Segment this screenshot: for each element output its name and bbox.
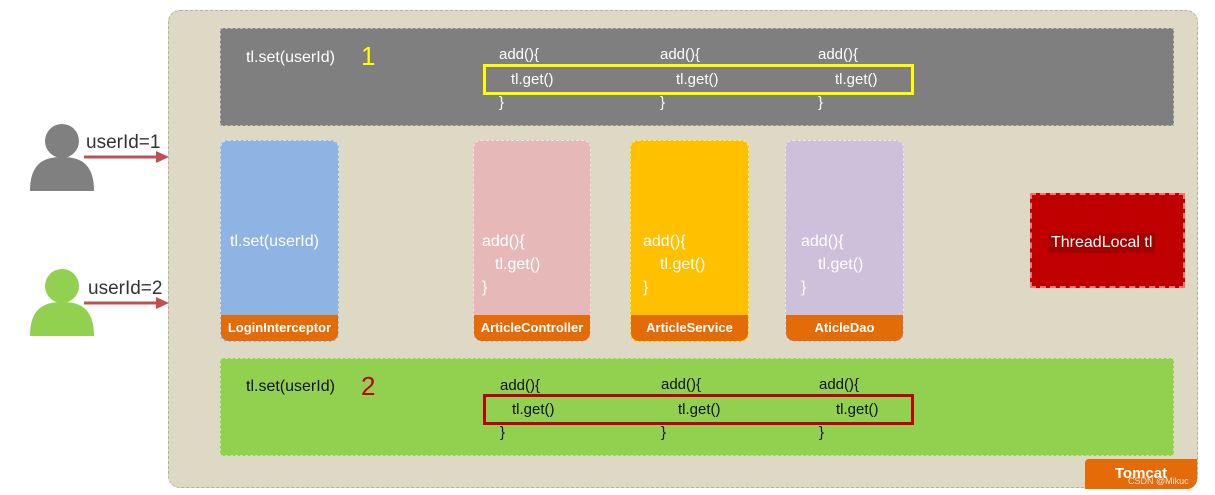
component-login-interceptor-code-line: tl.set(userId)	[230, 233, 319, 250]
thread-2-highlight-box	[483, 394, 914, 425]
thread-1-set-call: tl.set(userId)	[246, 49, 335, 66]
thread-2-band: tl.set(userId) 2 add(){ tl.get() } add()…	[220, 358, 1174, 456]
thread-1-method-1-open: add(){	[499, 46, 540, 63]
thread-2-method-3-open: add(){	[819, 376, 860, 393]
component-aticle-dao-code-line: add(){	[801, 233, 844, 250]
thread-1-method-1-body: tl.get()	[511, 71, 554, 88]
thread-1-band: tl.set(userId) 1 add(){ tl.get() } add()…	[220, 28, 1174, 126]
component-article-service-code-line: tl.get()	[660, 256, 706, 273]
component-aticle-dao-code-line: tl.get()	[818, 256, 864, 273]
component-article-controller: add(){ tl.get() } ArticleController	[473, 140, 591, 342]
thread-2-method-1-body: tl.get()	[512, 401, 555, 418]
thread-2-set-call: tl.set(userId)	[246, 378, 335, 395]
thread-2-method-1-close: }	[500, 424, 506, 441]
component-article-service: add(){ tl.get() } ArticleService	[630, 140, 749, 342]
threadlocal-box: ThreadLocal tl	[1030, 193, 1185, 288]
thread-1-method-2-open: add(){	[660, 46, 701, 63]
arrow-right-icon	[84, 297, 169, 309]
thread-1-method-2-close: }	[660, 94, 666, 111]
tomcat-label: Tomcat	[1085, 459, 1197, 489]
component-login-interceptor: tl.set(userId) LoginInterceptor	[220, 140, 339, 342]
component-article-controller-code-line: add(){	[482, 233, 525, 250]
thread-2-method-3-body: tl.get()	[836, 401, 879, 418]
component-login-interceptor-label: LoginInterceptor	[221, 315, 338, 341]
component-aticle-dao-label: AticleDao	[786, 315, 903, 341]
watermark: CSDN @Mikuc	[1128, 476, 1189, 486]
threadlocal-label: ThreadLocal tl	[1048, 233, 1156, 253]
thread-2-number: 2	[361, 371, 376, 401]
thread-2-method-2-close: }	[661, 424, 667, 441]
component-aticle-dao: add(){ tl.get() } AticleDao	[785, 140, 904, 342]
thread-2-method-3-close: }	[819, 424, 825, 441]
thread-1-number: 1	[361, 41, 376, 71]
thread-2-method-2-body: tl.get()	[678, 401, 721, 418]
component-article-controller-code-line: }	[482, 279, 488, 296]
component-aticle-dao-code-line: }	[801, 279, 807, 296]
user-2-label: userId=2	[88, 278, 163, 299]
thread-1-method-2-body: tl.get()	[676, 71, 719, 88]
thread-1-method-3-close: }	[818, 94, 824, 111]
thread-1-highlight-box	[483, 64, 914, 95]
user-2-icon	[30, 269, 94, 336]
component-article-controller-code-line: tl.get()	[495, 256, 541, 273]
thread-1-method-1-close: }	[499, 94, 505, 111]
component-article-service-label: ArticleService	[631, 315, 748, 341]
thread-1-method-3-body: tl.get()	[835, 71, 878, 88]
thread-1-method-3-open: add(){	[818, 46, 859, 63]
component-article-service-code-line: }	[643, 279, 649, 296]
arrow-right-icon	[84, 151, 169, 163]
user-1-icon	[30, 124, 94, 191]
component-article-controller-label: ArticleController	[474, 315, 590, 341]
thread-2-method-2-open: add(){	[661, 376, 702, 393]
user-1-label: userId=1	[86, 132, 161, 153]
component-article-service-code-line: add(){	[643, 233, 686, 250]
thread-2-method-1-open: add(){	[500, 377, 541, 394]
